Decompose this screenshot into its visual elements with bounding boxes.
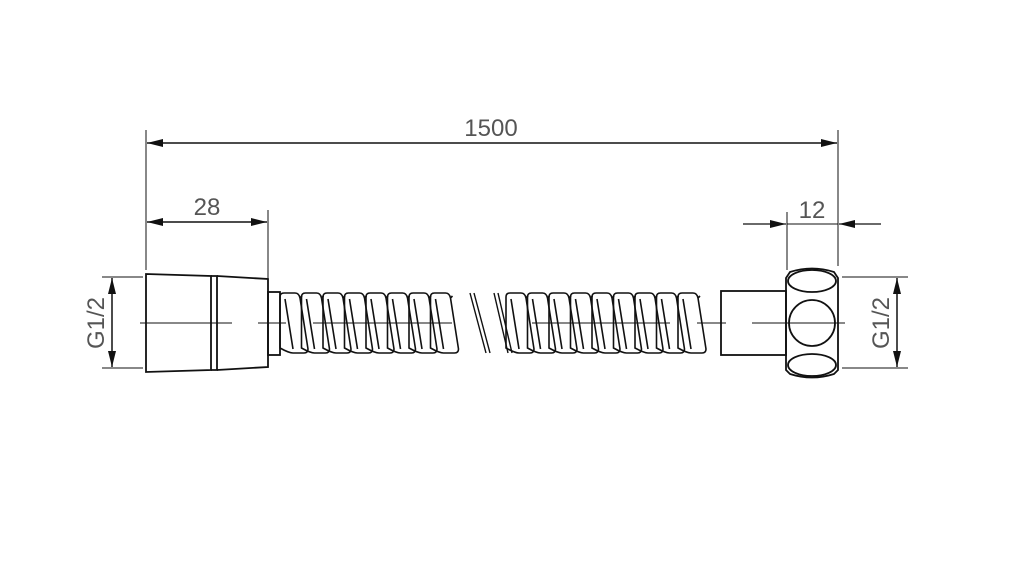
break-line bbox=[497, 292, 513, 354]
hose-coil bbox=[429, 292, 460, 354]
left-fitting-dimension: 28 bbox=[147, 194, 269, 278]
right-thread-label: G1/2 bbox=[868, 297, 895, 349]
break-line bbox=[473, 292, 491, 354]
corrugated-hose bbox=[279, 292, 707, 354]
left-thread-dimension: G1/2 bbox=[83, 276, 143, 369]
overall-length-label: 1500 bbox=[464, 115, 517, 142]
break-line bbox=[493, 292, 509, 354]
right-thread-dimension: G1/2 bbox=[842, 276, 908, 369]
right-fitting-dimension: 12 bbox=[743, 197, 881, 270]
break-line bbox=[469, 292, 487, 354]
overall-length-dimension: 1500 bbox=[145, 115, 839, 270]
hose-coil bbox=[677, 292, 707, 354]
right-fitting-length-label: 12 bbox=[799, 197, 826, 224]
left-fitting-length-label: 28 bbox=[194, 194, 221, 221]
left-thread-label: G1/2 bbox=[83, 297, 110, 349]
